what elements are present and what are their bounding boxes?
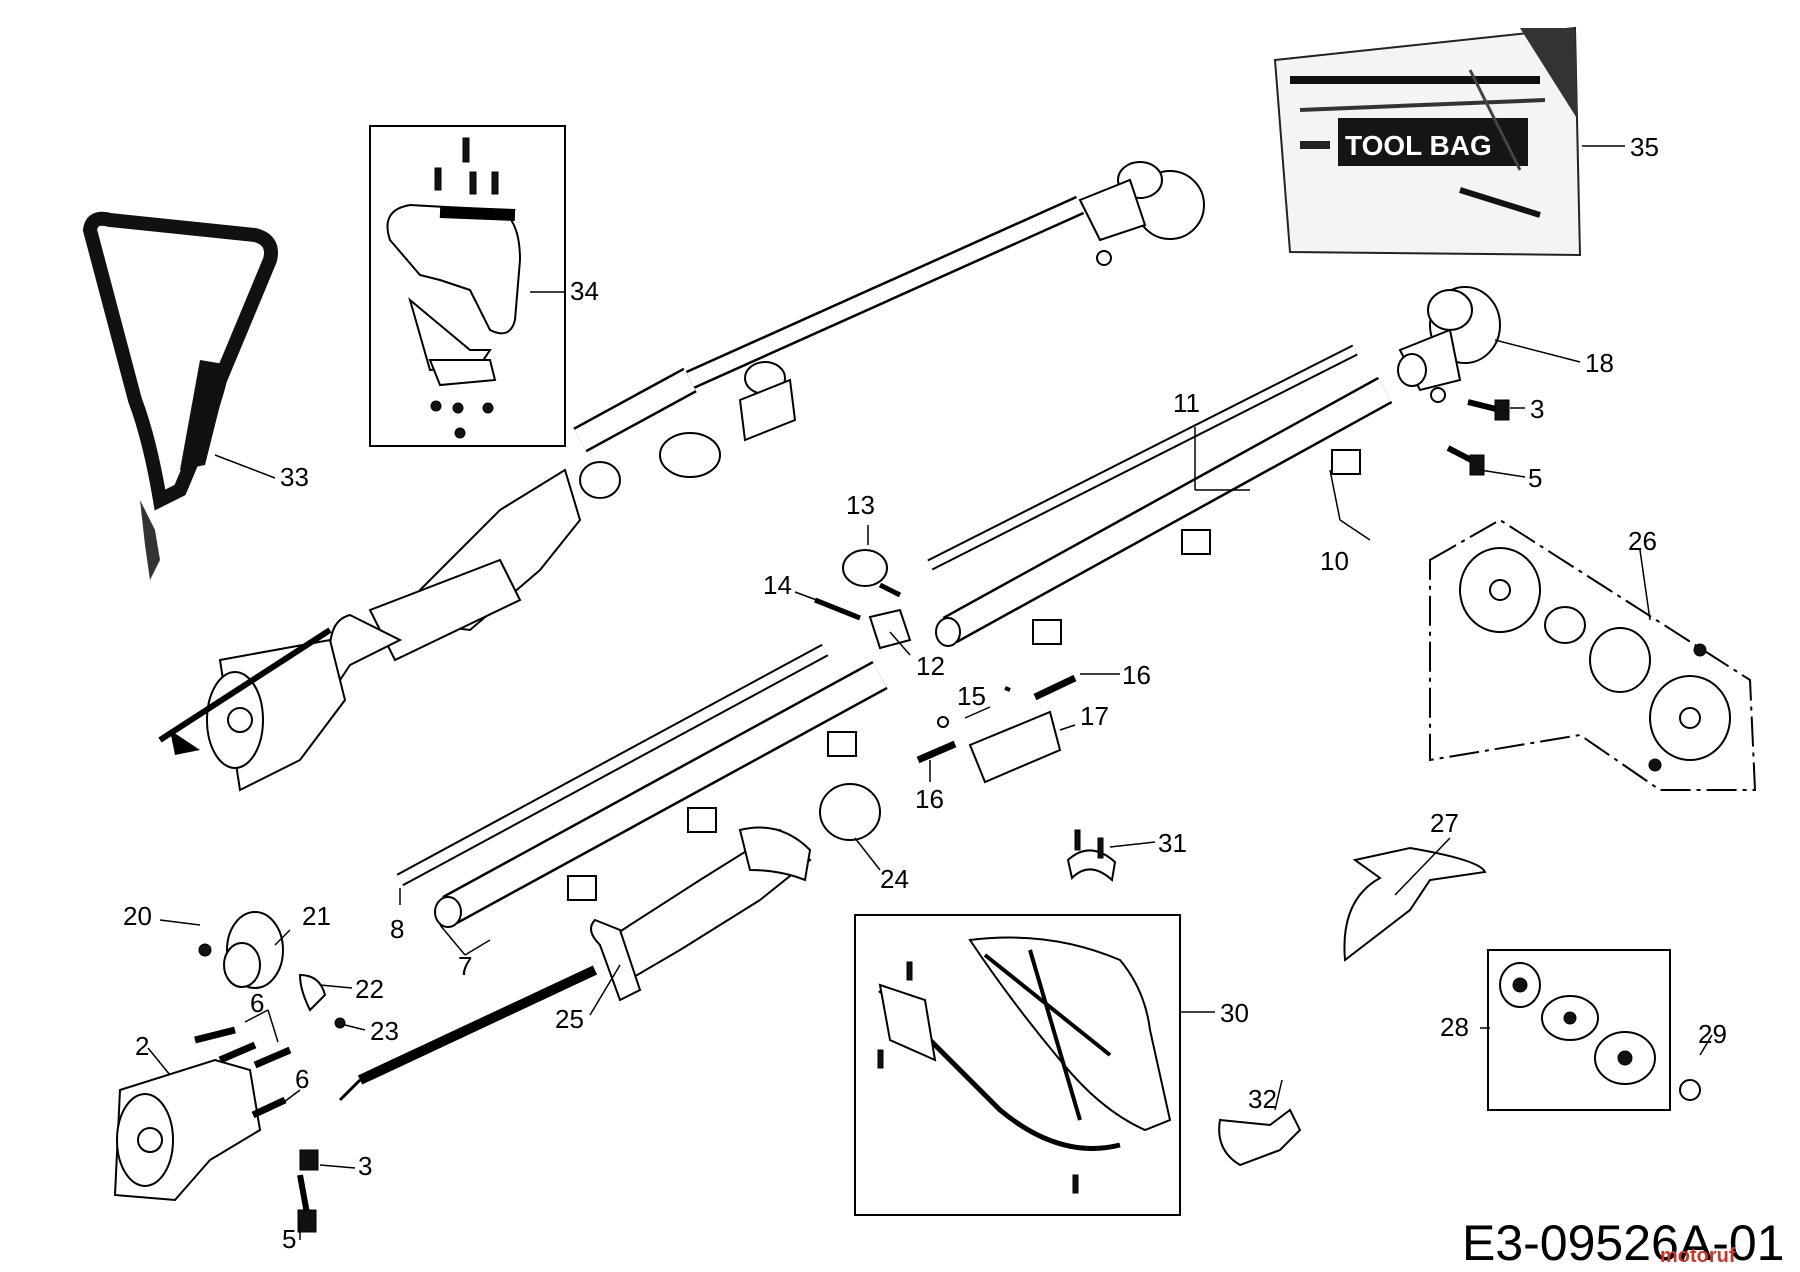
tool-bag-image: TOOL BAG: [1273, 26, 1582, 257]
watermark: motoruf: [1660, 1245, 1736, 1267]
callout-6-bottom: 6: [295, 1064, 309, 1094]
callout-31: 31: [1158, 828, 1187, 858]
pin-clip-parts: [916, 674, 1077, 784]
lower-drive-shaft-8: [396, 643, 829, 887]
callout-17: 17: [1080, 701, 1109, 731]
callout-18: 18: [1585, 348, 1614, 378]
callout-8: 8: [390, 914, 404, 944]
callout-16-bottom: 16: [915, 784, 944, 814]
callout-32: 32: [1248, 1084, 1277, 1114]
drawing-code: E3-09526A-01: [1462, 1215, 1784, 1271]
guard-kit: [854, 914, 1181, 1216]
callout-10: 10: [1320, 546, 1349, 576]
handle-kit-box: [369, 125, 566, 447]
callout-6-top: 6: [250, 988, 264, 1018]
throttle-handle: [338, 826, 812, 1102]
upper-tube-10: [935, 376, 1393, 647]
callout-14: 14: [763, 570, 792, 600]
lower-tube-7: [434, 660, 888, 928]
callout-35: 35: [1630, 132, 1659, 162]
screws-right: [1446, 399, 1510, 476]
gear-head: [1397, 286, 1501, 403]
callout-7: 7: [458, 951, 472, 981]
callout-27: 27: [1430, 808, 1459, 838]
callout-30: 30: [1220, 998, 1249, 1028]
callout-11: 11: [1173, 388, 1200, 418]
drive-shaft-11: [927, 344, 1358, 571]
callout-12: 12: [916, 651, 945, 681]
callout-23: 23: [370, 1016, 399, 1046]
callout-3-bottom: 3: [358, 1151, 372, 1181]
callout-33: 33: [280, 462, 309, 492]
callout-34: 34: [570, 276, 599, 306]
trimmer-head-kit: [1429, 518, 1757, 791]
callout-2: 2: [135, 1031, 149, 1061]
sleeve-24: [819, 783, 881, 841]
coupler-parts: [814, 549, 912, 650]
tool-bag-label: TOOL BAG: [1345, 130, 1492, 161]
callout-24: 24: [880, 864, 909, 894]
callout-26: 26: [1628, 526, 1657, 556]
leader-lines: [147, 145, 1713, 1240]
callout-28: 28: [1440, 1012, 1469, 1042]
bracket-parts: [198, 911, 346, 1029]
guard-bracket: [1218, 1108, 1302, 1167]
blade: [1343, 846, 1487, 962]
callout-20: 20: [123, 901, 152, 931]
callout-13: 13: [846, 490, 875, 520]
callout-25: 25: [555, 1004, 584, 1034]
callout-16-top: 16: [1122, 660, 1151, 690]
callout-15: 15: [957, 681, 986, 711]
callout-21: 21: [302, 901, 331, 931]
callout-5-top: 5: [1528, 463, 1542, 493]
clamp-31: [1066, 829, 1117, 882]
blade-mount-kit: [1487, 949, 1701, 1111]
engine-housing: [113, 1026, 319, 1233]
assembled-trimmer: [158, 161, 1205, 792]
callout-22: 22: [355, 974, 384, 1004]
shoulder-strap: [82, 211, 278, 580]
callout-3-top: 3: [1530, 394, 1544, 424]
callout-5-bottom: 5: [282, 1224, 296, 1254]
callout-29: 29: [1698, 1019, 1727, 1049]
